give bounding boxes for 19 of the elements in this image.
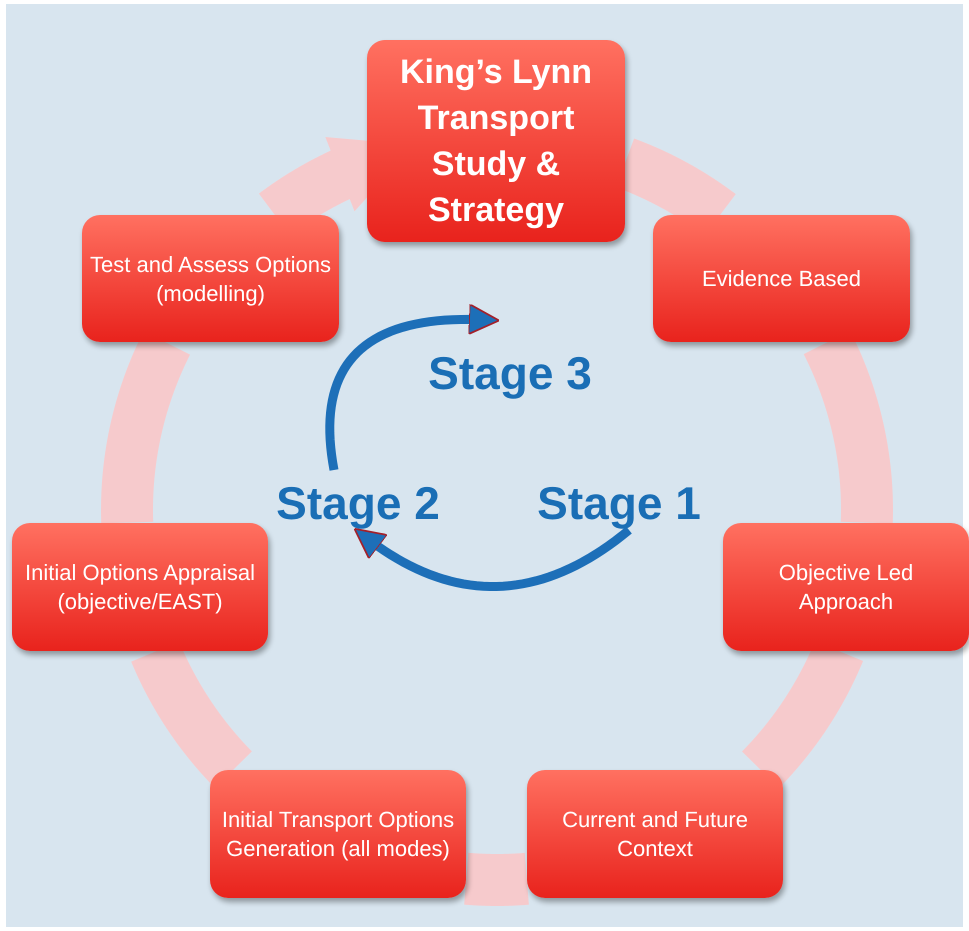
curved-arrow — [354, 526, 632, 592]
process-box — [527, 770, 783, 898]
process-box — [12, 523, 268, 651]
process-box — [653, 215, 910, 342]
stage-label: Stage 1 — [533, 476, 705, 530]
curved-arrow — [325, 303, 500, 471]
box-text: Initial Transport Options Generation (all modes) — [220, 806, 456, 863]
process-box — [210, 770, 466, 898]
box-text: Objective Led Approach — [778, 559, 914, 616]
box-text: Current and Future Context — [561, 806, 749, 863]
stage-label: Stage 2 — [272, 476, 444, 530]
box-text: King’s Lynn Transport Study & Strategy — [398, 52, 594, 231]
process-box — [723, 523, 969, 651]
stage-label: Stage 3 — [425, 346, 595, 400]
title-box — [367, 40, 625, 242]
box-text: Test and Assess Options (modelling) — [90, 250, 331, 308]
process-box — [82, 215, 339, 342]
box-text: Evidence Based — [702, 265, 861, 293]
box-text: Initial Options Appraisal (objective/EAST) — [24, 559, 256, 616]
